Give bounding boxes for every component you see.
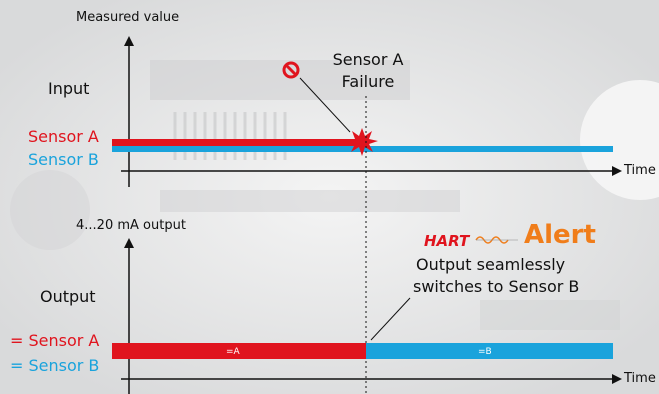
failure-burst-icon — [346, 128, 378, 156]
hart-logo-text: HART — [424, 232, 471, 250]
alert-word: Alert — [524, 220, 596, 250]
output-section-label: Output — [40, 287, 96, 306]
sensor-a-trace — [112, 139, 362, 146]
top-y-axis-label: Measured value — [76, 10, 180, 25]
callout-line1: Output seamlessly — [416, 255, 566, 274]
bottom-y-axis-arrow — [124, 238, 134, 248]
bottom-legend-sensor-b: = Sensor B — [10, 356, 100, 375]
input-section-label: Input — [48, 79, 90, 98]
bottom-x-axis-arrow — [612, 374, 622, 384]
output-bar-label-b: =B — [478, 347, 492, 357]
output-bar-sensor-a — [112, 343, 366, 359]
bottom-legend-sensor-a: = Sensor A — [10, 331, 100, 350]
top-x-axis-label: Time — [624, 163, 656, 178]
callout-line2: switches to Sensor B — [413, 277, 580, 296]
bottom-x-axis-label: Time — [624, 371, 656, 386]
top-y-axis-arrow — [124, 36, 134, 46]
failure-callout-line — [299, 77, 351, 133]
top-x-axis-arrow — [612, 166, 622, 176]
failure-label-line2: Failure — [341, 72, 395, 91]
output-bar-label-a: =A — [226, 347, 240, 357]
switch-callout-line — [370, 297, 411, 341]
top-legend-sensor-a: Sensor A — [28, 127, 99, 146]
failure-label-line1: Sensor A — [332, 50, 404, 69]
prohibited-icon — [282, 61, 300, 79]
top-legend-sensor-b: Sensor B — [28, 150, 99, 169]
output-bar-sensor-b — [366, 343, 613, 359]
hart-logo: HART — [424, 232, 518, 250]
bottom-y-axis-label: 4...20 mA output — [76, 218, 186, 233]
